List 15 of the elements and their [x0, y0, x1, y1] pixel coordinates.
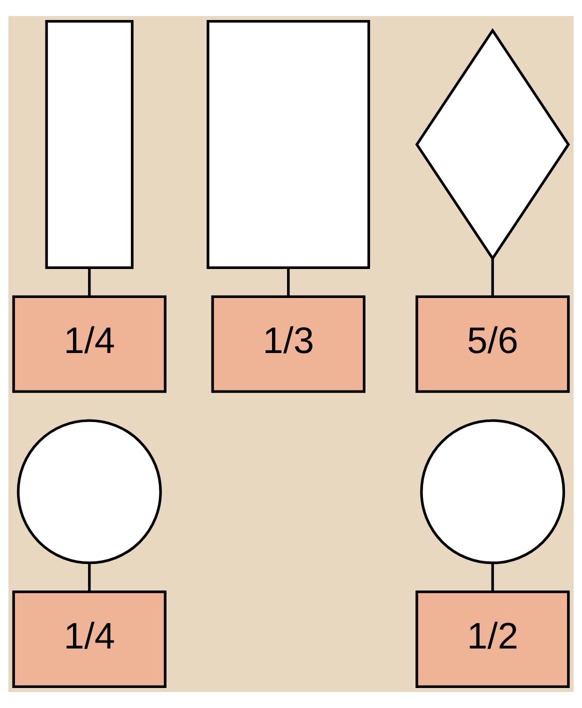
node-box: 5/6 [416, 295, 570, 393]
node-box: 1/4 [12, 295, 166, 393]
connector [491, 562, 494, 592]
connector [88, 562, 91, 592]
connector [88, 268, 91, 296]
node-box: 1/2 [416, 590, 570, 688]
connector [491, 258, 494, 296]
node-box: 1/4 [12, 590, 166, 688]
node-box [45, 20, 134, 269]
node-box: 1/3 [211, 295, 366, 393]
node-circle [16, 419, 162, 564]
node-circle [420, 419, 566, 564]
node-box [206, 20, 370, 269]
node-diamond [415, 28, 570, 261]
connector [287, 268, 290, 296]
